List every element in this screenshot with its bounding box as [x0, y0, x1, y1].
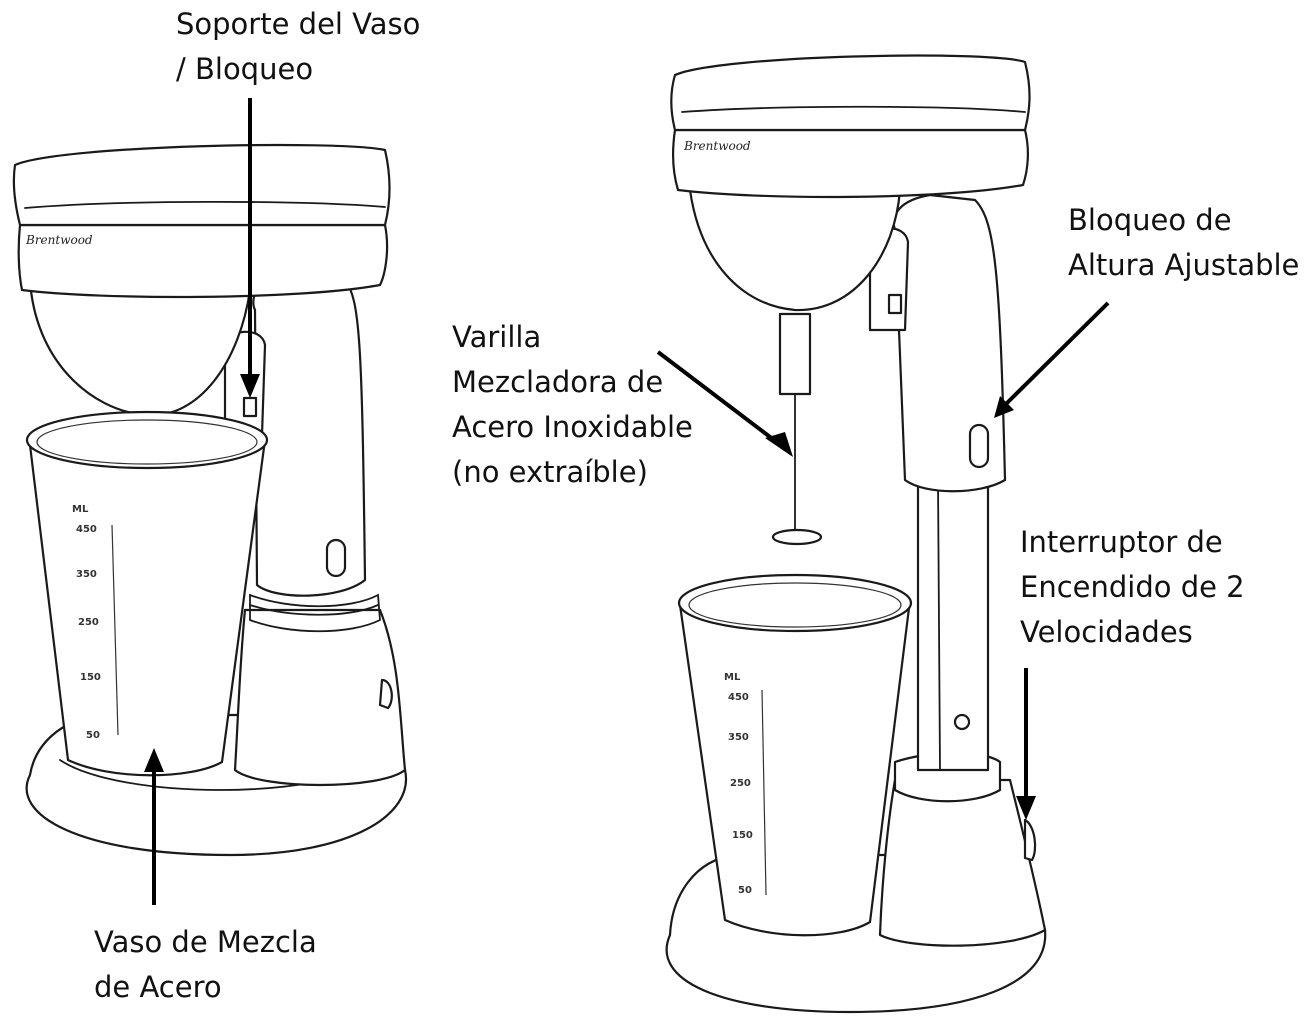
left-tick-450: 450 — [76, 524, 97, 535]
right-spindle-disc — [771, 528, 823, 546]
left-tick-150: 150 — [80, 672, 101, 683]
left-tick-250: 250 — [78, 617, 99, 628]
right-post — [916, 478, 990, 772]
label-height-lock-line-1: Bloqueo de — [1068, 203, 1232, 237]
right-mixer: Brentwood ML 450 350 250 150 50 — [665, 54, 1047, 1014]
right-spindle-shaft — [778, 312, 812, 396]
label-spindle-line-4: (no extraíble) — [452, 455, 648, 489]
left-motor-bowl — [28, 278, 252, 417]
right-brand-logo: Brentwood — [683, 139, 751, 153]
label-cup-holder: Soporte del Vaso / Bloqueo — [176, 2, 420, 92]
label-height-lock: Bloqueo de Altura Ajustable — [1068, 198, 1299, 288]
left-cup-unit: ML — [72, 504, 89, 515]
left-brand-logo: Brentwood — [25, 233, 93, 247]
label-height-lock-line-2: Altura Ajustable — [1068, 248, 1300, 282]
right-head-band — [671, 128, 1029, 199]
label-cup-holder-line-2: / Bloqueo — [176, 52, 314, 86]
right-cup-unit: ML — [724, 672, 741, 683]
arrow-cup-holder — [240, 98, 260, 398]
right-column — [892, 193, 1007, 493]
left-head-band — [17, 223, 389, 299]
right-cup — [678, 598, 912, 937]
left-cup-rim — [25, 410, 269, 470]
right-tick-450: 450 — [728, 692, 749, 703]
label-spindle-line-1: Varilla — [452, 320, 542, 354]
right-tick-250: 250 — [730, 778, 751, 789]
right-tick-350: 350 — [728, 732, 749, 743]
left-height-slot — [325, 538, 347, 578]
left-tick-350: 350 — [76, 569, 97, 580]
left-head-top — [12, 143, 391, 227]
label-spindle-line-3: Acero Inoxidable — [452, 410, 693, 444]
right-holder-latch — [887, 293, 903, 315]
right-tick-150: 150 — [732, 830, 753, 841]
right-cup-rim — [677, 573, 913, 633]
label-mixing-cup: Vaso de Mezcla de Acero — [94, 920, 317, 1010]
arrow-power-switch — [1016, 668, 1036, 820]
label-spindle: Varilla Mezcladora de Acero Inoxidable (… — [452, 315, 693, 495]
left-tick-50: 50 — [86, 730, 100, 741]
label-power-switch-line-2: Encendido de 2 — [1020, 570, 1245, 604]
right-motor-bowl — [688, 188, 902, 312]
arrow-mixing-cup — [144, 748, 164, 905]
label-cup-holder-line-1: Soporte del Vaso — [176, 7, 421, 41]
label-power-switch-line-1: Interruptor de — [1020, 525, 1223, 559]
label-power-switch: Interruptor de Encendido de 2 Velocidade… — [1020, 520, 1245, 655]
right-switch — [1023, 818, 1037, 862]
left-pedestal — [233, 608, 407, 787]
left-mixer: Brentwood ML 450 350 250 150 50 — [12, 143, 408, 857]
label-power-switch-line-3: Velocidades — [1020, 615, 1193, 649]
label-spindle-line-2: Mezcladora de — [452, 365, 664, 399]
label-mixing-cup-line-2: de Acero — [94, 970, 222, 1004]
arrow-height-lock — [994, 301, 1110, 418]
left-holder-latch — [242, 396, 258, 418]
right-height-lock — [968, 423, 990, 469]
label-mixing-cup-line-1: Vaso de Mezcla — [94, 925, 317, 959]
left-switch — [378, 678, 393, 710]
left-column — [252, 268, 367, 597]
right-head-top — [670, 54, 1031, 132]
right-tick-50: 50 — [738, 885, 752, 896]
right-post-button — [953, 713, 971, 731]
arrow-spindle — [656, 350, 793, 457]
